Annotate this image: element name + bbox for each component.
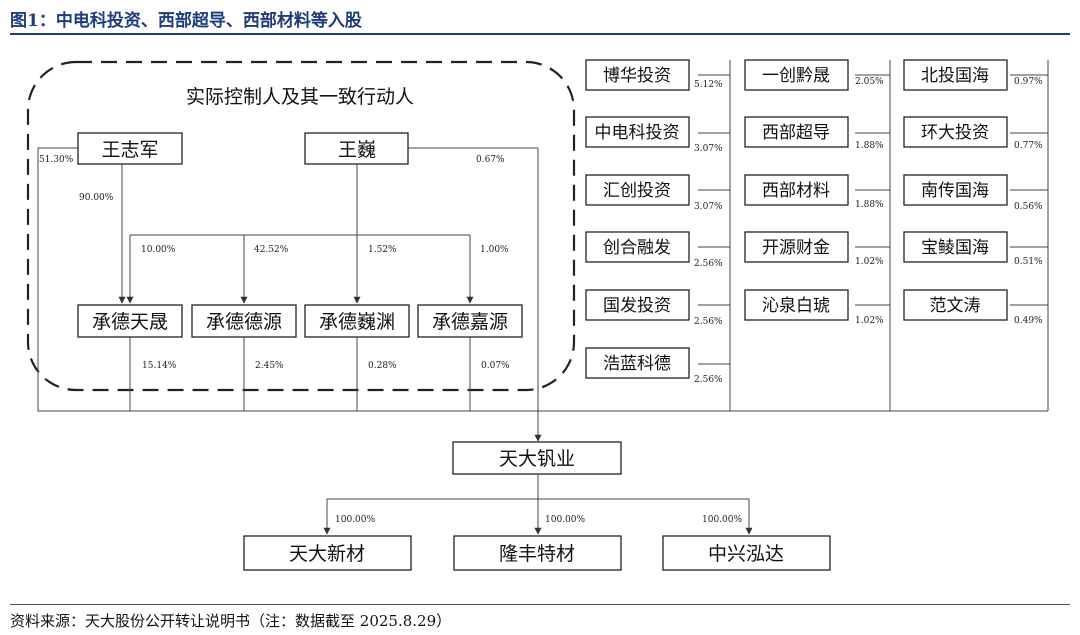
svg-text:2.56%: 2.56% bbox=[694, 375, 723, 385]
svg-text:环大投资: 环大投资 bbox=[921, 123, 989, 143]
footer-rule bbox=[10, 604, 1070, 605]
svg-text:南传国海: 南传国海 bbox=[921, 181, 989, 201]
platform-chengde-jiayuan: 承德嘉源 bbox=[417, 304, 523, 338]
svg-text:0.56%: 0.56% bbox=[1014, 202, 1043, 212]
figure-footer: 资料来源：天大股份公开转让说明书（注：数据截至 2025.8.29） bbox=[0, 598, 1080, 635]
figure-header: 图1：中电科投资、西部超导、西部材料等入股 bbox=[0, 0, 1080, 36]
svg-text:3.07%: 3.07% bbox=[694, 202, 723, 212]
investor-qinquan: 沁泉白琥 1.02% bbox=[744, 289, 884, 326]
svg-text:中兴泓达: 中兴泓达 bbox=[708, 543, 784, 565]
svg-text:0.97%: 0.97% bbox=[1014, 77, 1043, 87]
svg-text:北投国海: 北投国海 bbox=[921, 66, 989, 86]
group-label: 实际控制人及其一致行动人 bbox=[186, 86, 414, 108]
svg-text:2.05%: 2.05% bbox=[855, 77, 884, 87]
platform-chengde-weiyuan: 承德巍渊 bbox=[304, 304, 410, 338]
wzj-target-pct: 51.30% bbox=[39, 155, 74, 165]
svg-text:范文涛: 范文涛 bbox=[930, 296, 981, 316]
company-tianda-fanye: 天大钒业 bbox=[452, 441, 622, 475]
investor-col2-connectors bbox=[855, 60, 891, 411]
svg-text:承德嘉源: 承德嘉源 bbox=[432, 311, 508, 333]
svg-text:1.88%: 1.88% bbox=[855, 200, 884, 210]
investor-xibu-chaodao: 西部超导 1.88% bbox=[744, 116, 884, 151]
wzj-tiansheng-pct: 90.00% bbox=[79, 193, 114, 203]
subsidiary-tiandaxincai: 天大新材 bbox=[243, 535, 412, 571]
sub-zhongxing-pct: 100.00% bbox=[702, 515, 742, 525]
svg-text:0.77%: 0.77% bbox=[1014, 141, 1043, 151]
svg-text:浩蓝科德: 浩蓝科德 bbox=[603, 354, 671, 374]
svg-text:汇创投资: 汇创投资 bbox=[603, 181, 671, 201]
investor-huichuang: 汇创投资 3.07% bbox=[585, 174, 723, 212]
svg-text:0.49%: 0.49% bbox=[1014, 316, 1043, 326]
investor-huanda: 环大投资 0.77% bbox=[903, 116, 1043, 151]
investor-xibu-cailiao: 西部材料 1.88% bbox=[744, 174, 884, 210]
ww-holding-pct-2: 1.52% bbox=[368, 245, 397, 255]
investor-beitou: 北投国海 0.97% bbox=[903, 59, 1043, 91]
svg-text:承德德源: 承德德源 bbox=[206, 311, 282, 333]
figure-title: 图1：中电科投资、西部超导、西部材料等入股 bbox=[10, 11, 362, 31]
sub-longfeng-pct: 100.00% bbox=[545, 515, 585, 525]
sub-tiandaxincai-pct: 100.00% bbox=[335, 515, 375, 525]
svg-text:5.12%: 5.12% bbox=[694, 80, 723, 90]
investor-haolan: 浩蓝科德 2.56% bbox=[585, 347, 723, 385]
svg-text:1.02%: 1.02% bbox=[855, 257, 884, 267]
svg-text:西部超导: 西部超导 bbox=[762, 123, 830, 143]
svg-text:2.56%: 2.56% bbox=[694, 317, 723, 327]
investor-col1-connectors bbox=[698, 60, 731, 411]
svg-text:承德天晟: 承德天晟 bbox=[92, 311, 168, 333]
svg-text:宝鲮国海: 宝鲮国海 bbox=[921, 238, 989, 258]
svg-text:3.07%: 3.07% bbox=[694, 144, 723, 154]
tiansheng-pct: 15.14% bbox=[142, 361, 177, 371]
investor-zhongdianke: 中电科投资 3.07% bbox=[585, 116, 723, 154]
controller-wang-zhijun: 王志军 bbox=[77, 132, 183, 165]
investor-nanchuan: 南传国海 0.56% bbox=[903, 174, 1043, 212]
jiayuan-pct: 0.07% bbox=[481, 361, 510, 371]
controller-wang-wei: 王巍 bbox=[304, 132, 409, 165]
subsidiary-longfeng: 隆丰特材 bbox=[453, 535, 622, 571]
svg-text:承德巍渊: 承德巍渊 bbox=[319, 311, 395, 333]
investor-col3-connectors bbox=[1010, 60, 1049, 411]
svg-text:沁泉白琥: 沁泉白琥 bbox=[762, 296, 830, 316]
svg-text:博华投资: 博华投资 bbox=[603, 66, 671, 86]
platform-chengde-tiansheng: 承德天晟 bbox=[77, 304, 183, 338]
investor-fan-wentao: 范文涛 0.49% bbox=[903, 289, 1043, 326]
svg-text:王巍: 王巍 bbox=[338, 139, 376, 161]
ww-holding-pct-3: 1.00% bbox=[480, 245, 509, 255]
svg-text:1.88%: 1.88% bbox=[855, 141, 884, 151]
source-note: 资料来源：天大股份公开转让说明书（注：数据截至 2025.8.29） bbox=[10, 612, 452, 630]
svg-text:中电科投资: 中电科投资 bbox=[595, 123, 680, 143]
investor-chuanghe: 创合融发 2.56% bbox=[585, 231, 723, 269]
svg-text:天大新材: 天大新材 bbox=[289, 543, 365, 565]
investor-yichuang: 一创黔晟 2.05% bbox=[744, 59, 884, 91]
svg-text:0.51%: 0.51% bbox=[1014, 257, 1043, 267]
svg-text:西部材料: 西部材料 bbox=[762, 181, 830, 201]
investor-kaiyuan: 开源财金 1.02% bbox=[744, 231, 884, 267]
deyuan-pct: 2.45% bbox=[255, 361, 284, 371]
investor-baoling: 宝鲮国海 0.51% bbox=[903, 231, 1043, 267]
subsidiary-zhongxing: 中兴泓达 bbox=[662, 535, 831, 571]
header-rule bbox=[10, 33, 1070, 35]
svg-text:开源财金: 开源财金 bbox=[762, 238, 830, 258]
svg-text:一创黔晟: 一创黔晟 bbox=[762, 66, 830, 86]
ownership-diagram: 实际控制人及其一致行动人 王志军 王巍 51.30% bbox=[26, 59, 1049, 571]
svg-text:2.56%: 2.56% bbox=[694, 259, 723, 269]
svg-text:1.02%: 1.02% bbox=[855, 316, 884, 326]
investor-bohua: 博华投资 5.12% bbox=[585, 59, 723, 91]
ww-target-pct: 0.67% bbox=[476, 155, 505, 165]
svg-text:创合融发: 创合融发 bbox=[603, 238, 671, 258]
svg-text:隆丰特材: 隆丰特材 bbox=[499, 543, 575, 565]
platform-chengde-deyuan: 承德德源 bbox=[191, 304, 297, 338]
svg-text:天大钒业: 天大钒业 bbox=[499, 448, 575, 470]
svg-text:王志军: 王志军 bbox=[101, 139, 158, 161]
weiyuan-pct: 0.28% bbox=[368, 361, 397, 371]
ww-holding-pct-1: 42.52% bbox=[254, 245, 289, 255]
investor-guofa: 国发投资 2.56% bbox=[585, 289, 723, 327]
wzj-to-tianda-line bbox=[37, 147, 538, 412]
ww-holding-pct-0: 10.00% bbox=[141, 245, 176, 255]
svg-text:国发投资: 国发投资 bbox=[603, 296, 671, 316]
controller-group-boundary bbox=[26, 60, 576, 392]
